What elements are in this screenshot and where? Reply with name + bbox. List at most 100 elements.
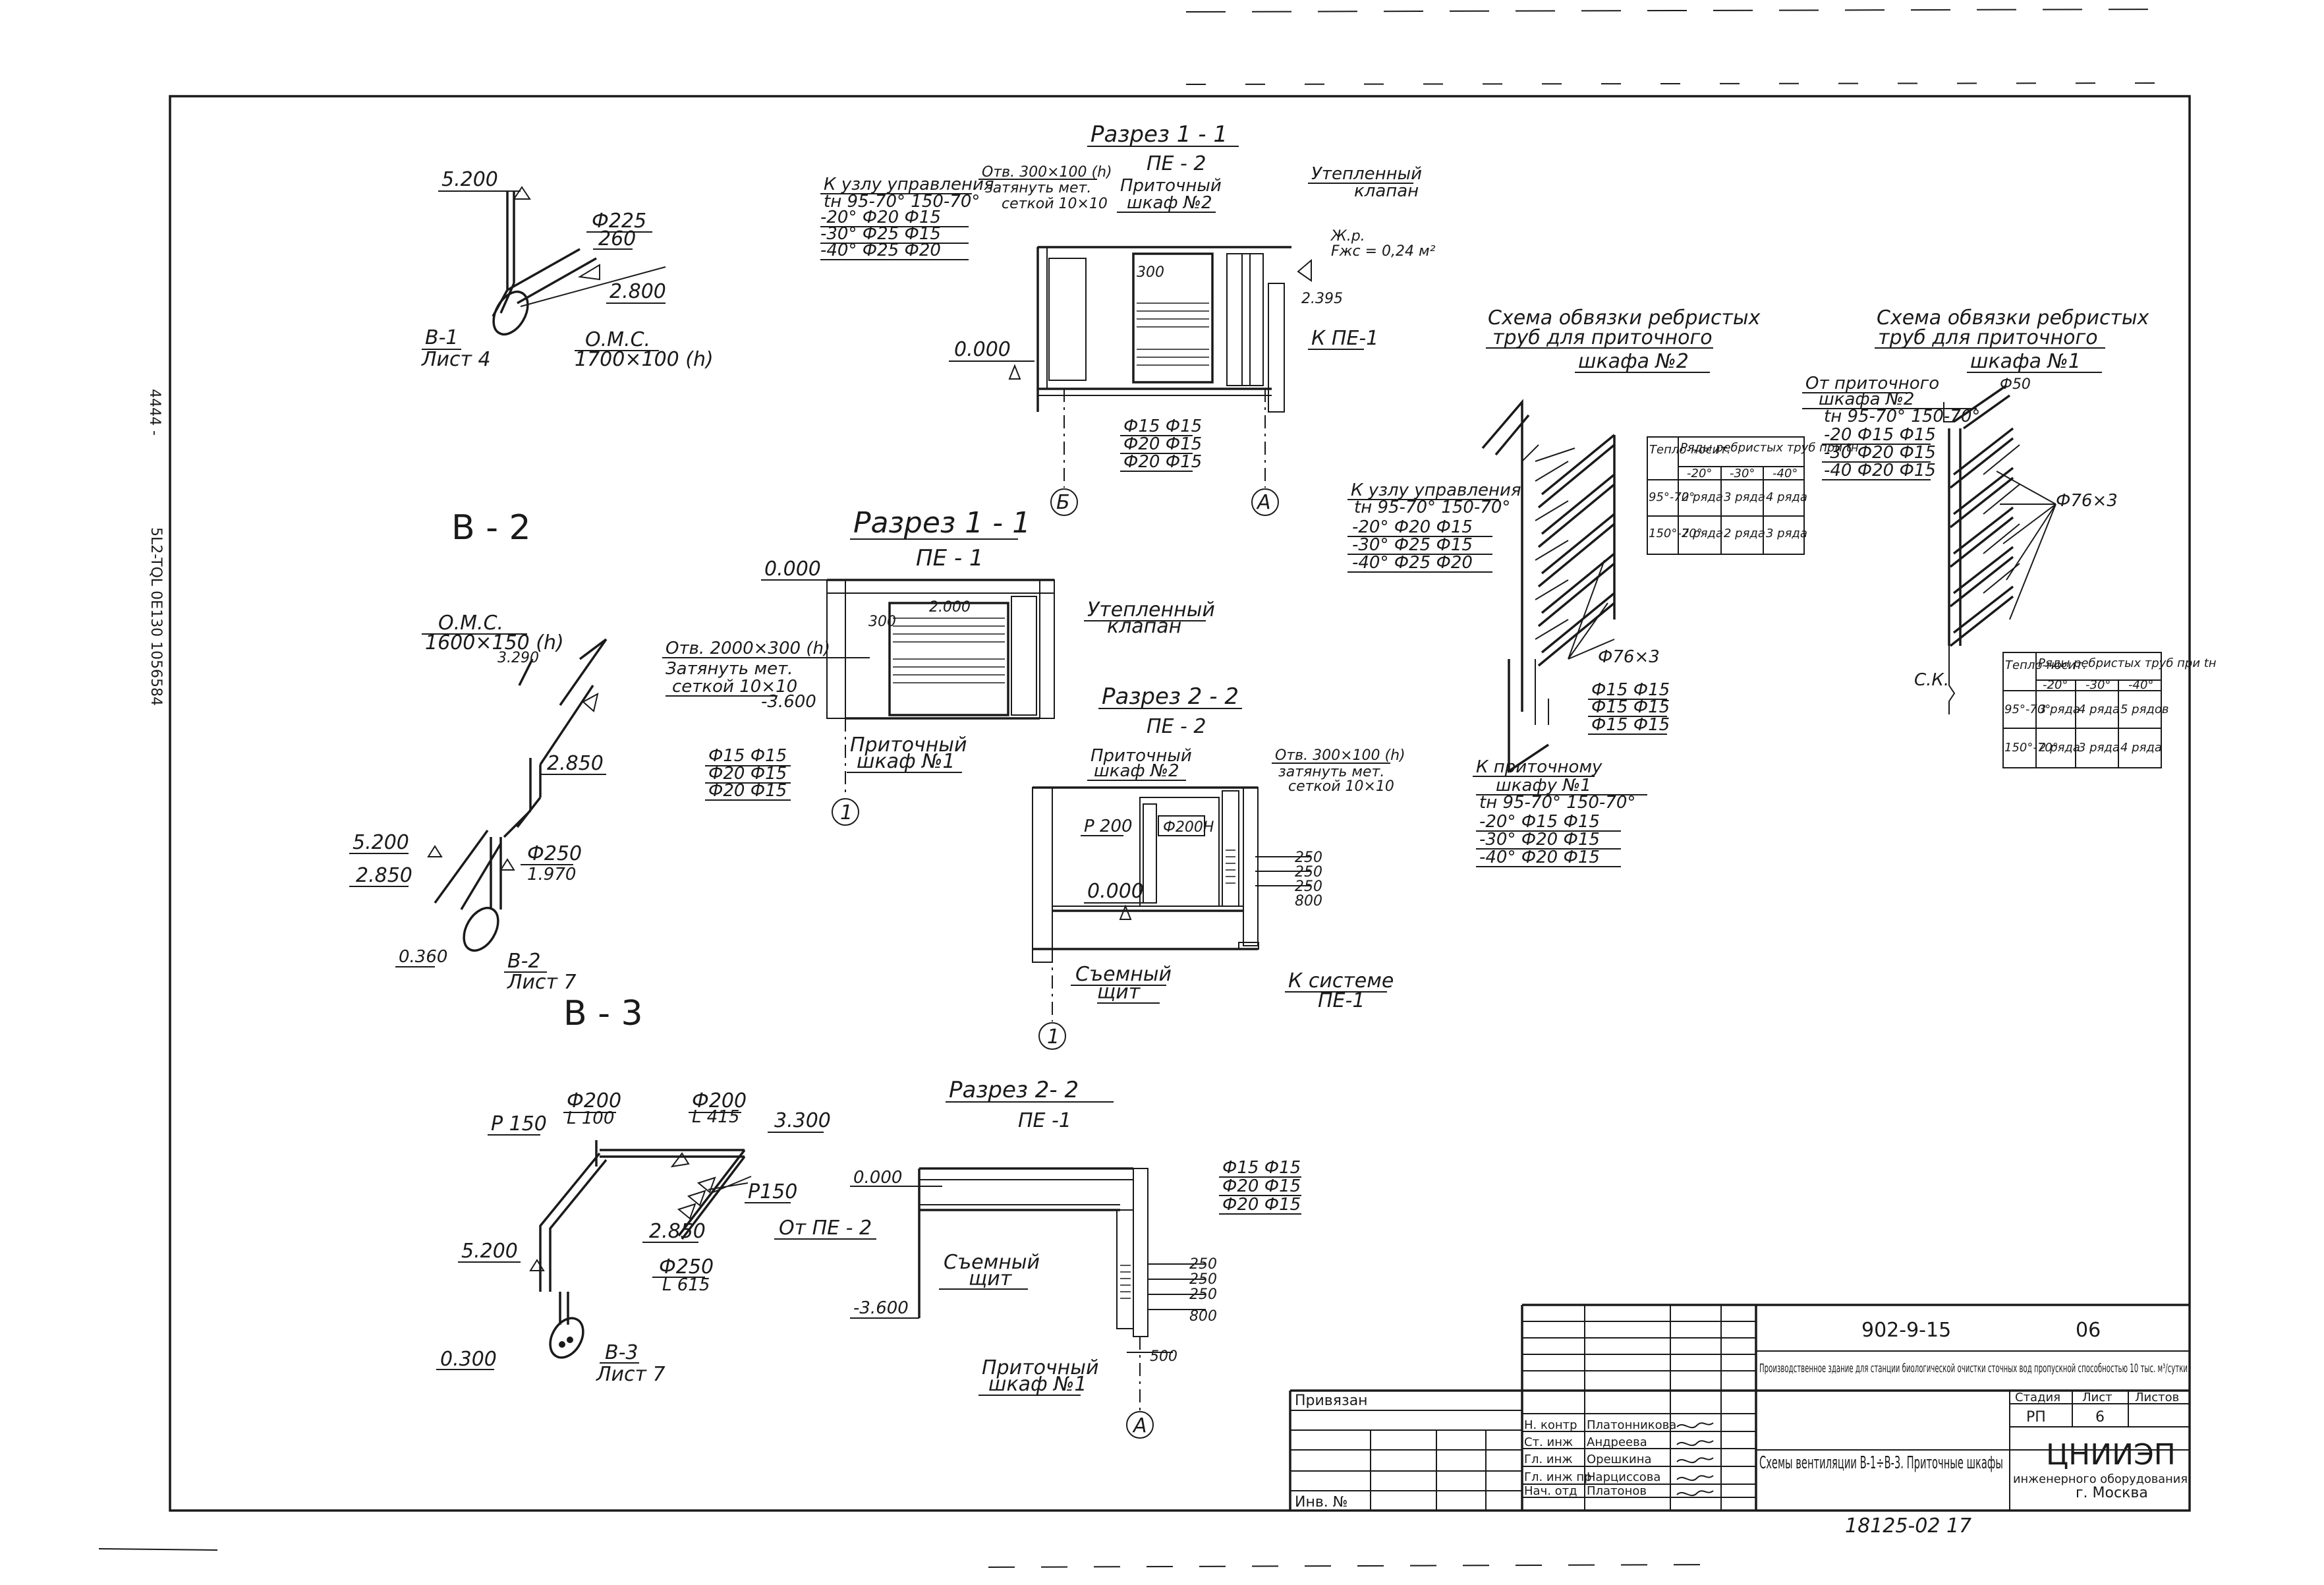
v2-m2: 5.200	[353, 831, 409, 854]
section-22-pe1: Разрез 2- 2 ПЕ -1 0.000 От ПЕ - 2 Ф15 Ф1…	[774, 1077, 1301, 1439]
sch1-tbl-r2c2: 3 ряда	[2078, 741, 2120, 755]
sch1-tbl-r2c0: 150°-70°	[2004, 741, 2058, 755]
s11pe1-cab2: шкаф №1	[857, 750, 955, 773]
s22pe2-axis: 1	[1047, 1025, 1060, 1049]
tb-sheets-h: Листов	[2135, 1391, 2179, 1404]
v3-m4: 0.300	[440, 1348, 497, 1371]
sig-name-3: Орешкина	[1587, 1453, 1652, 1466]
sch1-row1: -20 Ф15 Ф15	[1824, 425, 1936, 445]
sch1-title2: труб для приточного	[1878, 326, 2098, 349]
sch2-temp: tн 95-70° 150-70°	[1354, 498, 1510, 517]
sch2-tbl-s2: -30°	[1730, 467, 1755, 480]
tb-stage: РП	[2026, 1409, 2046, 1426]
s22pe1-axis: А	[1132, 1414, 1147, 1437]
s11pe2-pipe1: Ф15 Ф15	[1123, 417, 1202, 436]
s11pe2-grill1: Ж.р.	[1330, 228, 1365, 245]
sch1-title1: Схема обвязки ребристых	[1877, 306, 2149, 330]
sch2-to-cab1: К приточному	[1476, 757, 1602, 777]
s11pe1-dim: 2.000	[929, 599, 971, 616]
s11pe1-valve2: клапан	[1107, 615, 1181, 638]
side-mark-2: 5L2-TQL 0E130 1056584	[148, 527, 164, 706]
sch2-row2-1: -20° Ф15 Ф15	[1479, 812, 1600, 832]
side-archive-marks: 4444 - 5L2-TQL 0E130 1056584	[146, 389, 164, 706]
s22pe1-cab1: Приточный	[982, 1356, 1098, 1379]
sch1-sk: С.К.	[1914, 670, 1949, 690]
scheme-cabinet-2: Схема обвязки ребристых труб для приточн…	[1347, 306, 1859, 867]
sch2-title1: Схема обвязки ребристых	[1488, 306, 1761, 330]
sch2-row2-3: -40° Ф20 Ф15	[1479, 848, 1600, 867]
s11pe1-pipe1: Ф15 Ф15	[708, 746, 787, 766]
s22pe1-cab2: шкаф №1	[988, 1373, 1087, 1396]
v2-m4: 0.360	[399, 947, 447, 967]
section-22-pe2: Разрез 2 - 2 ПЕ - 2 Приточный шкаф №2 От…	[1032, 683, 1405, 1050]
sch1-row2: -30 Ф20 Ф15	[1824, 443, 1936, 463]
s22pe2-sub: ПЕ - 2	[1147, 715, 1206, 738]
scheme-cabinet-1: Схема обвязки ребристых труб для приточн…	[1802, 306, 2217, 768]
s11pe1-pipe3: Ф20 Ф15	[708, 781, 787, 801]
v2-om-h: 3.290	[497, 650, 539, 666]
s11pe2-net1: затянуть мет.	[985, 180, 1091, 196]
s11pe2-cab1: Приточный	[1120, 176, 1222, 196]
sig-role-1: Н. контр	[1524, 1418, 1577, 1432]
v3-ref-sys: В-3	[605, 1341, 638, 1364]
s11pe2-mark395: 2.395	[1301, 291, 1343, 307]
s11pe2-axis1: Б	[1056, 491, 1070, 514]
sch1-tbl-h1: Тепло-носит.	[2005, 658, 2086, 672]
v1-system: В-1	[425, 326, 459, 349]
s22pe1-mark-low: -3.600	[853, 1298, 909, 1318]
sch1-row3: -40 Ф20 Ф15	[1824, 461, 1936, 480]
sch1-tbl-r2c1: 2 ряда	[2039, 741, 2080, 755]
title-block: Привязан Инв. № Н. контр Платонникова Ст…	[1289, 1304, 2190, 1538]
sch2-node: К узлу управления	[1351, 480, 1521, 500]
tb-privyazan: Привязан	[1295, 1393, 1368, 1409]
s11pe1-net1: Затянуть мет.	[666, 659, 793, 679]
s22pe2-dim3: 250	[1295, 879, 1322, 895]
view-v2: В - 2 О.М.С. 1600×150 (h) 3.290 2.850 5.…	[349, 508, 608, 994]
v2-ref-sheet: Лист 7	[507, 971, 577, 994]
sch1-temp: tн 95-70° 150-70°	[1824, 407, 1980, 426]
sch2-tbl-s3: -40°	[1772, 467, 1798, 480]
s22pe2-mark0: 0.000	[1087, 880, 1144, 903]
s22pe1-dim500: 500	[1150, 1348, 1177, 1365]
s22pe2-dim1: 250	[1295, 850, 1322, 866]
sch1-from2: шкафа №2	[1819, 389, 1914, 409]
s11pe2-to-pe: К ПЕ-1	[1311, 327, 1378, 350]
s22pe1-shield2: щит	[969, 1267, 1013, 1290]
sig-role-4: Гл. инж пр	[1524, 1470, 1592, 1484]
v3-m1: 3.300	[774, 1109, 831, 1132]
sch1-from1: От приточного	[1805, 374, 1939, 393]
v2-title: В - 2	[451, 508, 531, 548]
side-mark-1: 4444 -	[146, 389, 163, 436]
view-v3: В - 3 Ф200 L 100 Р 150 Ф200 L 415 3.300 …	[436, 994, 831, 1386]
sch2-row2: -30° Ф25 Ф15	[1352, 535, 1473, 555]
sch2-tbl-r2c2: 2 ряда	[1724, 527, 1765, 540]
sch1-tbl-s3: -40°	[2128, 678, 2153, 692]
s11pe1-net2: сеткой 10×10	[672, 677, 797, 697]
sig-name-4: Нарциссова	[1587, 1470, 1660, 1484]
s22pe1-from-pe: От ПЕ - 2	[779, 1217, 872, 1240]
s22pe2-title: Разрез 2 - 2	[1102, 683, 1239, 710]
sch2-tbl-s1: -20°	[1687, 467, 1712, 480]
sig-role-2: Ст. инж	[1524, 1435, 1573, 1449]
section-11-pe2: Разрез 1 - 1 ПЕ - 2 К узлу управления tн…	[820, 121, 1436, 516]
v2-ref-sys: В-2	[507, 950, 541, 973]
s22pe2-dim2: 250	[1295, 864, 1322, 880]
s11pe2-row2: -30° Ф25 Ф15	[820, 224, 941, 244]
sch2-row2-2: -30° Ф20 Ф15	[1479, 830, 1600, 850]
s11pe2-node: К узлу управления	[824, 175, 994, 194]
tb-org-city: г. Москва	[2076, 1485, 2148, 1501]
sig-name-2: Андреева	[1587, 1435, 1647, 1449]
s11pe1-axis: 1	[840, 801, 853, 824]
sch1-tbl-r1c0: 95°-70°	[2004, 703, 2051, 716]
s22pe2-shield1: Съемный	[1075, 963, 1172, 986]
sch2-tbl-r1c3: 4 ряда	[1766, 490, 1807, 504]
v2-len: 1.970	[527, 865, 576, 884]
s11pe2-net2: сеткой 10×10	[1002, 196, 1108, 212]
s22pe1-title: Разрез 2- 2	[949, 1077, 1079, 1103]
sig-role-3: Гл. инж	[1524, 1453, 1573, 1466]
s11pe2-dim300: 300	[1137, 264, 1164, 281]
v2-m3: 2.850	[356, 864, 412, 887]
v3-dia2: Ф200	[692, 1089, 747, 1112]
s22pe1-dim4: 800	[1189, 1308, 1217, 1325]
s11pe1-sub: ПЕ - 1	[916, 545, 984, 571]
